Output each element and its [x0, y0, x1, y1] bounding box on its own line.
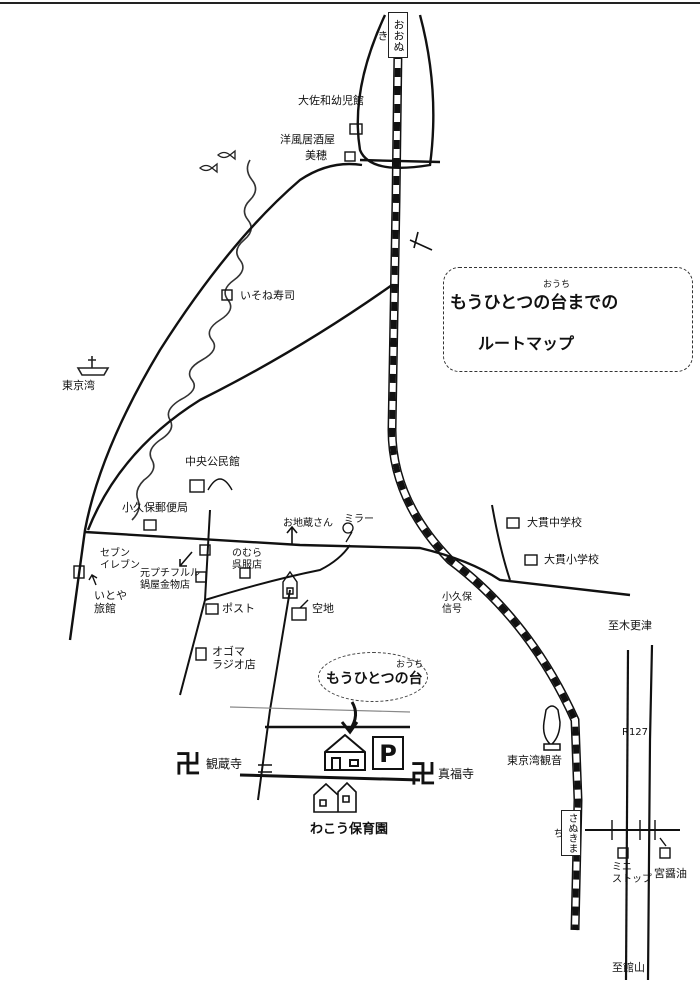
label-mini-stop: ミニ ストップ	[612, 862, 652, 885]
road-crossing-mark	[409, 231, 433, 251]
marker-post	[205, 603, 219, 615]
label-isone-sushi: いそね寿司	[240, 289, 295, 302]
miyaban-arrow	[659, 837, 667, 847]
marker-itoya	[73, 565, 85, 579]
label-to-tateyama: 至館山	[612, 961, 645, 974]
jizo-shrine-icon	[282, 570, 298, 599]
map-subtitle: ルートマップ	[478, 334, 575, 353]
marker-post-office	[143, 519, 157, 531]
road-coast	[68, 162, 363, 641]
marker-miho	[344, 151, 356, 162]
railway-line	[387, 49, 583, 931]
label-nomura-clothing: のむら 呉服店	[232, 548, 262, 571]
marker-nomura	[239, 567, 251, 579]
road-r127	[646, 644, 654, 981]
label-shinpukuji: 真福寺	[438, 767, 475, 781]
label-seven-eleven: セブン イレブン	[100, 548, 140, 571]
label-ogoma-radio: オゴマ ラジオ店	[212, 645, 256, 671]
marker-isone	[221, 289, 233, 301]
road-center-south	[257, 589, 291, 801]
arrow-empty-lot	[299, 599, 309, 609]
map-title: もうひとつの台までの	[450, 293, 619, 313]
road-curve-mirror	[204, 544, 351, 601]
arrow-itoya	[88, 574, 98, 586]
destination-ruby: おうち	[396, 660, 424, 670]
label-central-hall: 中央公民館	[185, 455, 240, 468]
destination-label: もうひとつの台	[326, 671, 423, 687]
marker-elementary	[524, 554, 538, 566]
marker-miyaban	[659, 847, 671, 859]
label-mirror: ミラー	[344, 514, 374, 525]
label-itoya-ryokan: いとや 旅館	[94, 589, 127, 615]
marker-empty-lot	[291, 607, 307, 621]
label-ojizosan: お地蔵さん	[283, 518, 333, 529]
label-tokyo-bay: 東京湾	[62, 379, 95, 392]
label-onuki-junior: 大貫中学校	[527, 516, 582, 529]
road-main-street	[84, 530, 631, 597]
nursery-icon	[313, 781, 357, 813]
label-miyaban-oil: 宮醤油	[654, 867, 687, 880]
label-former-shop: 元プチフルル 鍋屋金物店	[140, 568, 200, 591]
label-kokubo-signal: 小久保 信号	[442, 592, 472, 615]
label-kokubo-post: 小久保郵便局	[122, 501, 188, 514]
destination-callout	[318, 652, 428, 702]
road-north-east	[359, 158, 441, 164]
label-western-izakaya: 洋風居酒屋	[280, 133, 335, 146]
label-empty-lot: 空地	[312, 602, 334, 615]
marker-ogoma	[195, 647, 207, 661]
railway-inner	[388, 49, 582, 931]
marker-former-shop	[195, 571, 207, 583]
label-kanzoji: 観蔵寺	[206, 757, 243, 771]
road-diagonal	[86, 284, 393, 531]
marker-osawa	[349, 123, 363, 135]
r127-ticks	[611, 820, 656, 840]
road-r127-west	[624, 649, 630, 981]
arrow-former-shop	[179, 551, 193, 567]
label-r127: R127	[622, 727, 649, 738]
parking-sign: P	[372, 736, 404, 770]
marker-central-hall	[189, 479, 205, 493]
label-onuki-elementary: 大貫小学校	[544, 553, 599, 566]
marker-seven	[199, 544, 211, 556]
marker-junior-high	[506, 517, 520, 529]
fish-right	[216, 149, 236, 161]
road-south-3	[229, 706, 411, 713]
railway-ties	[388, 49, 582, 931]
road-east-school	[491, 504, 511, 581]
boat-icon	[76, 356, 110, 376]
label-miho: 美穂	[305, 149, 327, 162]
kannon-statue-icon	[542, 705, 561, 751]
temple-mark-shinpukuji: 卍	[410, 760, 437, 790]
coastline	[131, 159, 257, 521]
label-wakou-nursery: わこう保育園	[310, 822, 389, 837]
label-osawa-museum: 大佐和幼児館	[298, 94, 364, 107]
title-ruby: おうち	[543, 280, 571, 290]
destination-house-icon	[324, 733, 366, 771]
arrow-destination	[340, 701, 359, 735]
marker-central-hall-arc	[207, 478, 233, 491]
label-post: ポスト	[222, 602, 255, 615]
label-tokyowan-kannon: 東京湾観音	[507, 754, 562, 767]
temple-kanzoji-gate	[258, 764, 272, 773]
marker-mini-stop	[617, 847, 629, 859]
title-box	[443, 267, 693, 372]
station-sign-oonuki: おおぬき	[376, 12, 408, 58]
mirror-icon	[342, 522, 354, 543]
temple-mark-kanzoji: 卍	[175, 750, 202, 780]
label-to-kisarazu: 至木更津	[608, 619, 652, 632]
road-south-2	[239, 773, 421, 782]
road-north-loop	[356, 14, 435, 170]
station-sign-sanukimachi: さぬきまち	[551, 810, 581, 856]
arrow-ojizosan	[286, 525, 298, 545]
fish-left	[198, 162, 218, 174]
